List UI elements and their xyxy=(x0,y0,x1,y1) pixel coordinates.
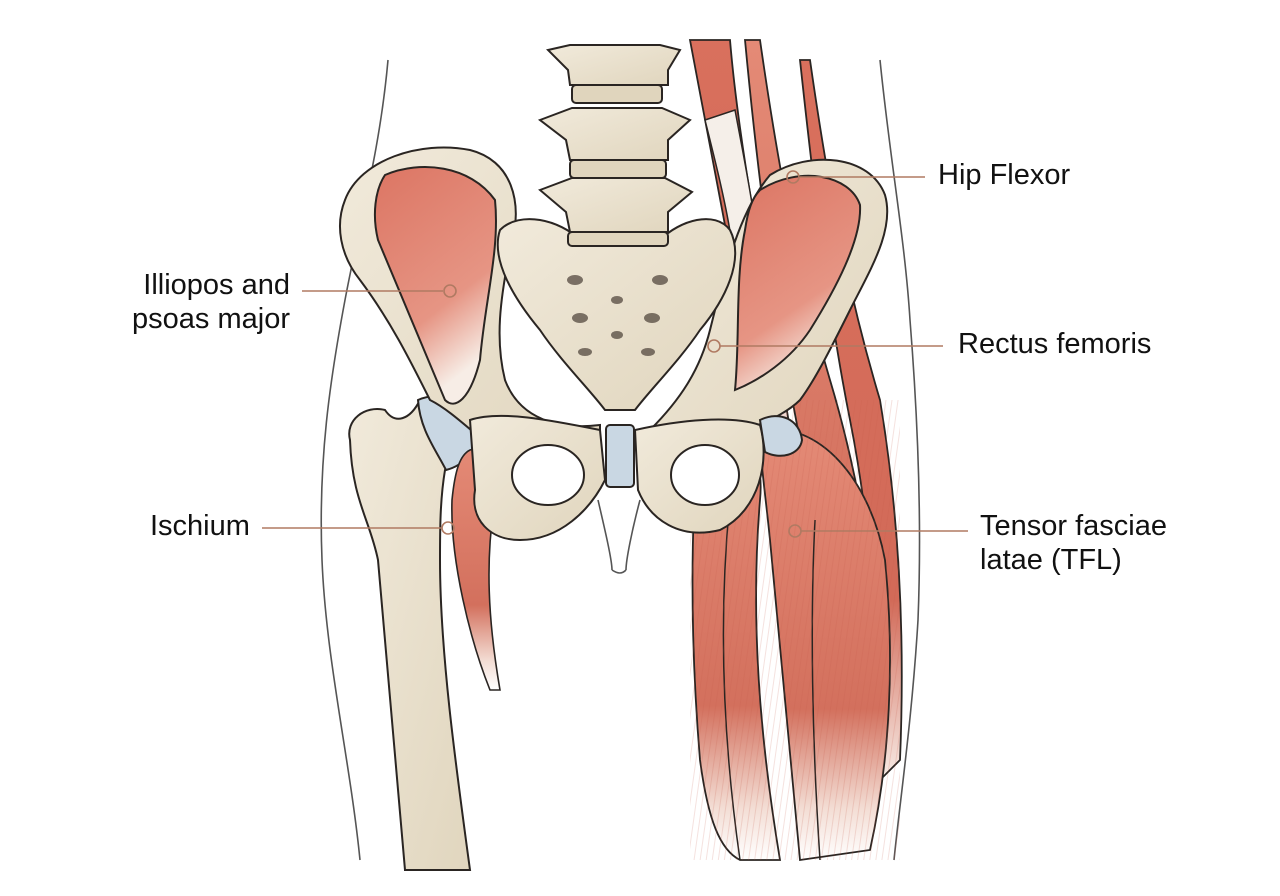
pointer-rectus-femoris xyxy=(707,339,721,353)
label-text-line1: Illiopos and xyxy=(143,269,290,301)
label-ischium: Ischium xyxy=(150,509,250,543)
label-text-line2: psoas major xyxy=(132,303,290,335)
label-text-line2: latae (TFL) xyxy=(980,544,1122,576)
pointer-ischium xyxy=(441,521,455,535)
label-text-line1: Tensor fasciae xyxy=(980,510,1167,542)
label-illiopos-psoas: Illiopos and psoas major xyxy=(120,268,290,336)
label-text: Rectus femoris xyxy=(958,328,1152,360)
pointer-hip-flexor xyxy=(786,170,800,184)
label-hip-flexor: Hip Flexor xyxy=(938,158,1070,192)
label-rectus-femoris: Rectus femoris xyxy=(958,327,1151,361)
label-tfl: Tensor fasciae latae (TFL) xyxy=(980,509,1167,577)
pointer-tfl xyxy=(788,524,802,538)
label-text: Ischium xyxy=(150,510,250,542)
lumbar-spine xyxy=(537,44,694,247)
pointer-illiopos xyxy=(443,284,457,298)
leader-lines xyxy=(262,170,968,538)
label-text: Hip Flexor xyxy=(938,159,1071,191)
sacral-foramina xyxy=(567,275,668,356)
